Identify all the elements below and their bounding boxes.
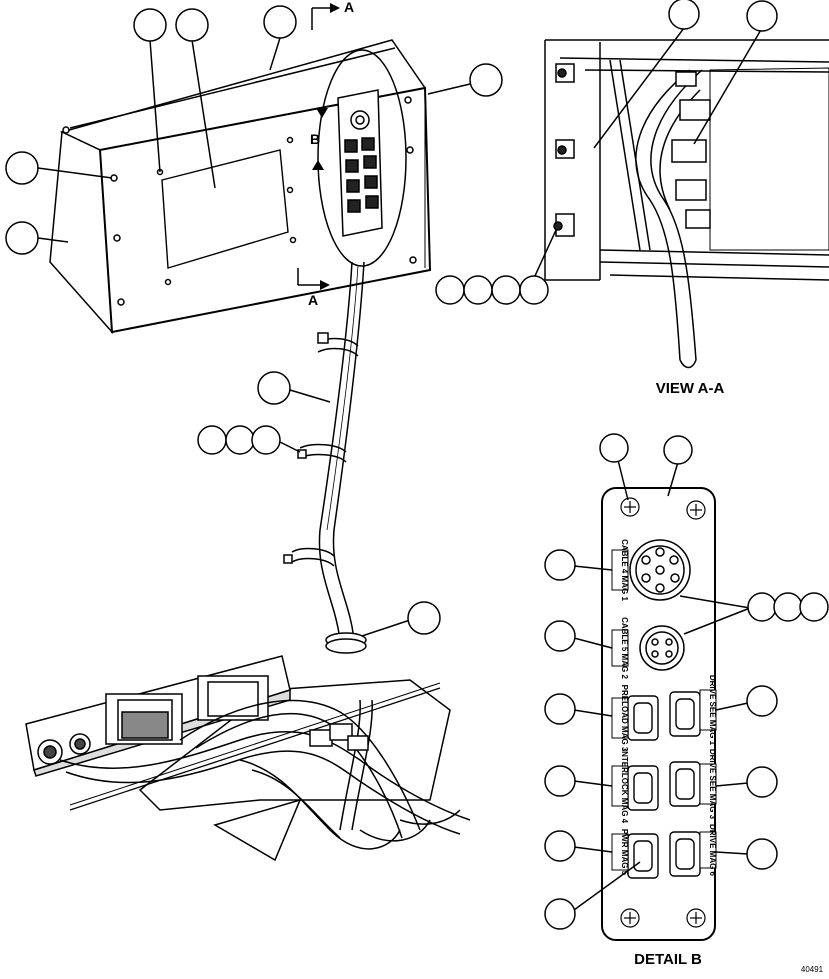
detail-b-outline: [317, 49, 407, 267]
callout-balloon: [544, 898, 576, 930]
callout-balloon: [463, 275, 493, 305]
callout-balloon: [544, 830, 576, 862]
tag-p1: CABLE 4 MAG 1: [620, 539, 629, 601]
callout-balloon: [519, 275, 549, 305]
section-a-bottom-letter: A: [308, 292, 318, 308]
callout-balloon: [491, 275, 521, 305]
callout-balloon: [469, 63, 503, 97]
callout-balloon: [746, 838, 778, 870]
callout-balloon: [663, 435, 693, 465]
callout-balloon: [746, 685, 778, 717]
callout-balloon: [799, 592, 829, 622]
connector-circular-large: [629, 539, 691, 601]
panel-screws: [620, 497, 706, 928]
tag-p3: PRELOAD MAG 3: [620, 685, 629, 752]
callout-balloons: [5, 0, 829, 930]
callout-balloon: [263, 5, 297, 39]
detail-b-marker: B: [310, 108, 328, 170]
detail-b-title: DETAIL B: [634, 951, 702, 968]
cable-harness: [283, 261, 367, 654]
detail-b-letter: B: [310, 131, 320, 147]
callout-balloon: [668, 0, 700, 30]
tag-p2: CABLE 5 MAG 2: [620, 617, 629, 679]
callout-balloon: [225, 425, 255, 455]
callout-balloon: [599, 433, 629, 463]
callout-balloon: [435, 275, 465, 305]
lower-connector-assembly: [25, 655, 471, 862]
callout-balloon: [544, 765, 576, 797]
tag-p7: PWR MAG 5: [620, 829, 629, 876]
callout-balloon: [773, 592, 803, 622]
callout-balloon: [544, 693, 576, 725]
callout-balloon: [133, 8, 167, 42]
callout-balloon: [175, 8, 209, 42]
callout-balloon: [5, 221, 39, 255]
callout-balloon: [251, 425, 281, 455]
tag-p8: DRIVE MAG 6: [708, 824, 717, 877]
face-screws: [62, 96, 417, 306]
section-a-bottom-marker: A: [297, 268, 330, 308]
tag-p6: DRIVE SEE MAG 3: [708, 749, 717, 820]
callout-balloon: [407, 601, 441, 635]
callout-balloon: [257, 371, 291, 405]
callout-balloon: [747, 592, 777, 622]
section-a-top-marker: A: [311, 0, 354, 30]
view-aa-illustration: [544, 39, 829, 369]
callout-balloon: [197, 425, 227, 455]
connector-circular-small: [639, 625, 685, 671]
callout-balloon: [746, 0, 778, 32]
tag-p4: DRIVE SEE MAG 1: [708, 675, 717, 746]
detail-b-panel: [601, 487, 717, 941]
tag-p5: INTERLOCK MAG 4: [620, 749, 629, 824]
view-aa-title: VIEW A-A: [656, 380, 725, 397]
display-enclosure: [49, 39, 432, 335]
face-connector-panel: [337, 89, 383, 237]
callout-balloon: [544, 549, 576, 581]
callout-balloon: [544, 620, 576, 652]
figure-code: 40491: [801, 965, 824, 974]
callout-balloon: [746, 766, 778, 798]
section-a-top-letter: A: [344, 0, 354, 15]
callout-balloon: [5, 151, 39, 185]
detail-b-tag-texts: CABLE 4 MAG 1 CABLE 5 MAG 2 PRELOAD MAG …: [620, 539, 717, 876]
